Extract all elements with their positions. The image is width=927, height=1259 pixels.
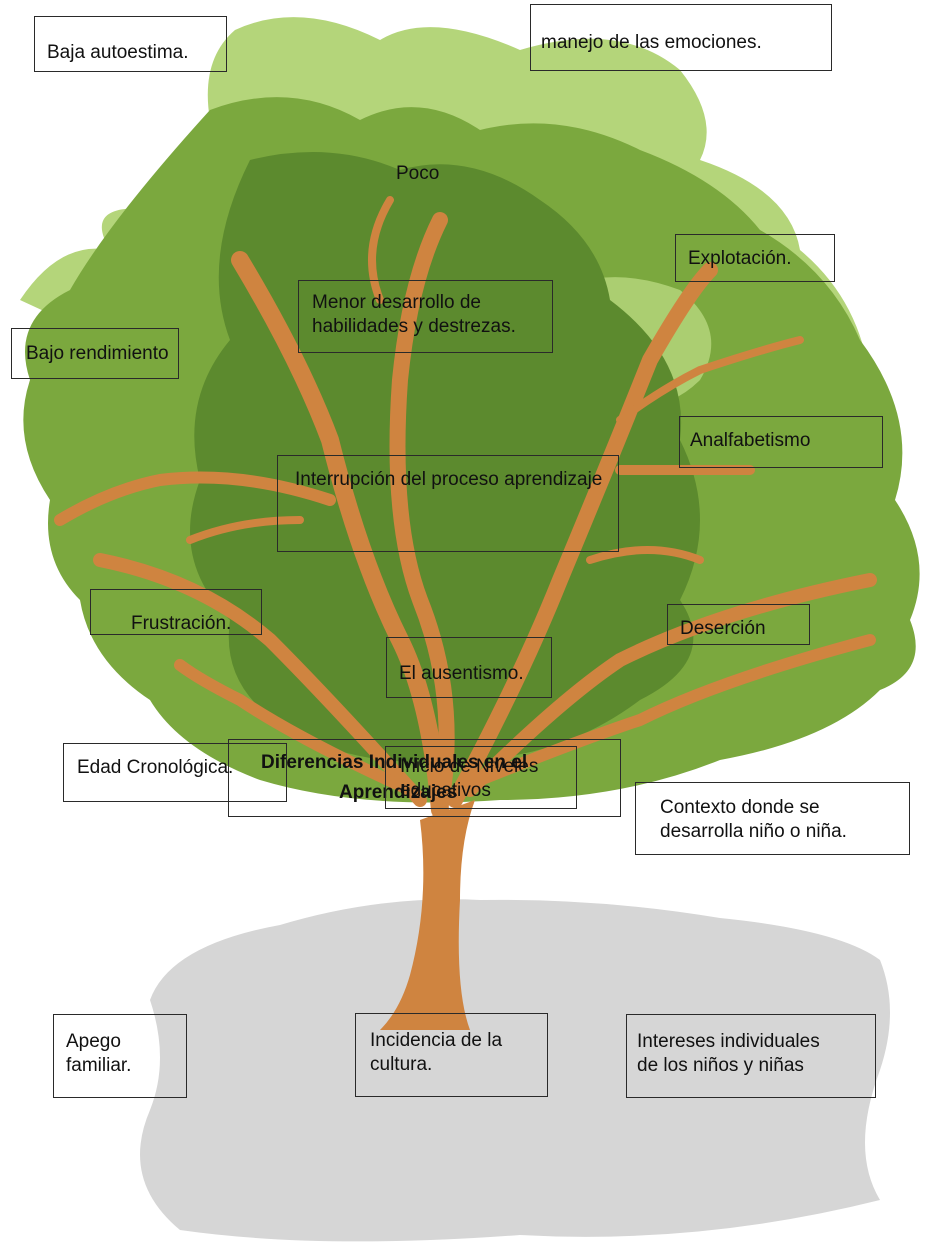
label-apego-familiar: Apego familiar. — [53, 1014, 187, 1098]
label-interrupcion: Interrupción del proceso aprendizaje — [277, 455, 619, 552]
apego-line2: familiar. — [66, 1055, 132, 1076]
inicio-niveles-line1: Inicio de Niveles — [400, 756, 539, 777]
label-baja-autoestima: Baja autoestima. — [34, 16, 227, 72]
manejo-emociones-text: manejo de las emociones. — [541, 32, 762, 53]
tree-trunk — [380, 800, 475, 1030]
poco-text: Poco — [396, 163, 440, 184]
label-incidencia-cultura: Incidencia de la cultura. — [355, 1013, 548, 1097]
label-analfabetismo: Analfabetismo — [679, 416, 883, 468]
titulo-line1: Diferencias Individuales en el — [261, 752, 528, 773]
frustracion-text: Frustración. — [131, 613, 232, 634]
label-contexto: Contexto donde se desarrolla niño o niña… — [635, 782, 910, 855]
intereses-line1: Intereses individuales — [637, 1031, 820, 1052]
canopy-dark — [190, 152, 700, 762]
label-intereses-individuales: Intereses individuales de los niños y ni… — [626, 1014, 876, 1098]
menor-desarrollo-line2: habilidades y destrezas. — [312, 316, 516, 337]
bajo-rendimiento-text: Bajo rendimiento — [26, 343, 169, 364]
label-diferencias-individuales: Diferencias Individuales en el Aprendiza… — [228, 739, 621, 817]
baja-autoestima-text: Baja autoestima. — [47, 42, 189, 63]
titulo-line2: Aprendizajes — [339, 782, 458, 803]
cultura-line1: Incidencia de la — [370, 1030, 503, 1051]
label-explotacion: Explotación. — [675, 234, 835, 282]
explotacion-text: Explotación. — [688, 248, 792, 269]
ground-shadow — [140, 899, 890, 1242]
contexto-line2: desarrolla niño o niña. — [660, 821, 847, 842]
cultura-line2: cultura. — [370, 1054, 433, 1075]
contexto-line1: Contexto donde se — [660, 797, 820, 818]
label-ausentismo: El ausentismo. — [386, 637, 552, 698]
label-edad-cronologica: Edad Cronológica. — [63, 743, 287, 802]
apego-line1: Apego — [66, 1031, 121, 1052]
tree-branches — [54, 196, 877, 819]
intereses-line2: de los niños y niñas — [637, 1055, 804, 1076]
edad-text: Edad Cronológica. — [77, 757, 234, 778]
ausentismo-text: El ausentismo. — [399, 663, 524, 684]
label-frustracion: Frustración. — [90, 589, 262, 635]
label-manejo-emociones: manejo de las emociones. — [530, 4, 832, 71]
label-bajo-rendimiento: Bajo rendimiento — [11, 328, 179, 379]
label-menor-desarrollo: Menor desarrollo de habilidades y destre… — [298, 280, 553, 353]
desercion-text: Deserción — [680, 618, 766, 639]
analfabetismo-text: Analfabetismo — [690, 430, 811, 451]
interrupcion-text: Interrupción del proceso aprendizaje — [295, 469, 603, 490]
label-inicio-niveles: Inicio de Niveles educativos — [385, 746, 577, 809]
menor-desarrollo-line1: Menor desarrollo de — [312, 292, 481, 313]
label-desercion: Deserción — [667, 604, 810, 645]
inicio-niveles-line2: educativos — [400, 780, 491, 801]
